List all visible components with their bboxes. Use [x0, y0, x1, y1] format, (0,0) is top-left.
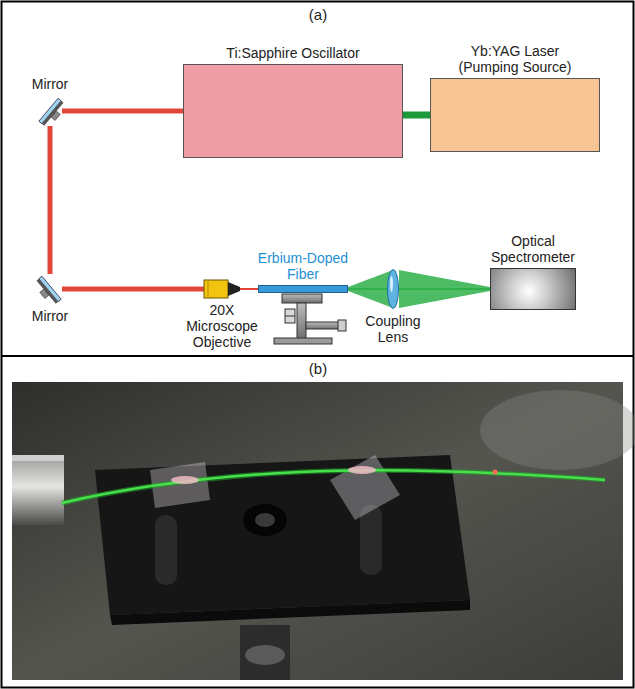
pump-laser-box: Yb:YAG Laser (Pumping Source) [430, 78, 600, 152]
panel-label: (b) [309, 360, 327, 377]
beam-path [62, 287, 204, 292]
beam-path [403, 112, 430, 119]
objective: 20X Microscope Objective [204, 280, 240, 298]
translation-stage [274, 294, 346, 344]
mirror: Mirror [38, 96, 62, 126]
lens-icon [387, 269, 399, 309]
mirrorUp-icon [38, 96, 62, 126]
panel-label: (a) [309, 6, 327, 23]
light-cone [399, 270, 490, 308]
lens: Coupling Lens [387, 269, 399, 309]
part-label: Mirror [15, 308, 85, 324]
beam-path [62, 109, 183, 114]
part-label: Optical Spectrometer [481, 233, 585, 265]
part-label: 20X Microscope Objective [181, 302, 263, 350]
beam-path [48, 126, 53, 274]
objective-icon [204, 280, 240, 298]
photo [12, 382, 635, 680]
part-label: Erbium-Doped Fiber [251, 250, 355, 282]
spectrometer-box: Optical Spectrometer [490, 268, 576, 310]
mirrorDown-icon [38, 274, 62, 304]
part-label: Mirror [15, 76, 85, 92]
beam-path [348, 288, 387, 290]
light-cone [348, 270, 393, 308]
panel-divider [2, 355, 634, 357]
oscillator-box: Ti:Sapphire Oscillator [183, 64, 403, 158]
mirror: Mirror [38, 274, 62, 304]
fiber: Erbium-Doped Fiber [258, 285, 348, 293]
part-label: Yb:YAG Laser (Pumping Source) [450, 43, 580, 75]
beam-path [399, 288, 490, 290]
part-label: Ti:Sapphire Oscillator [226, 45, 359, 61]
part-label: Coupling Lens [357, 313, 429, 345]
beam-path [240, 288, 258, 290]
